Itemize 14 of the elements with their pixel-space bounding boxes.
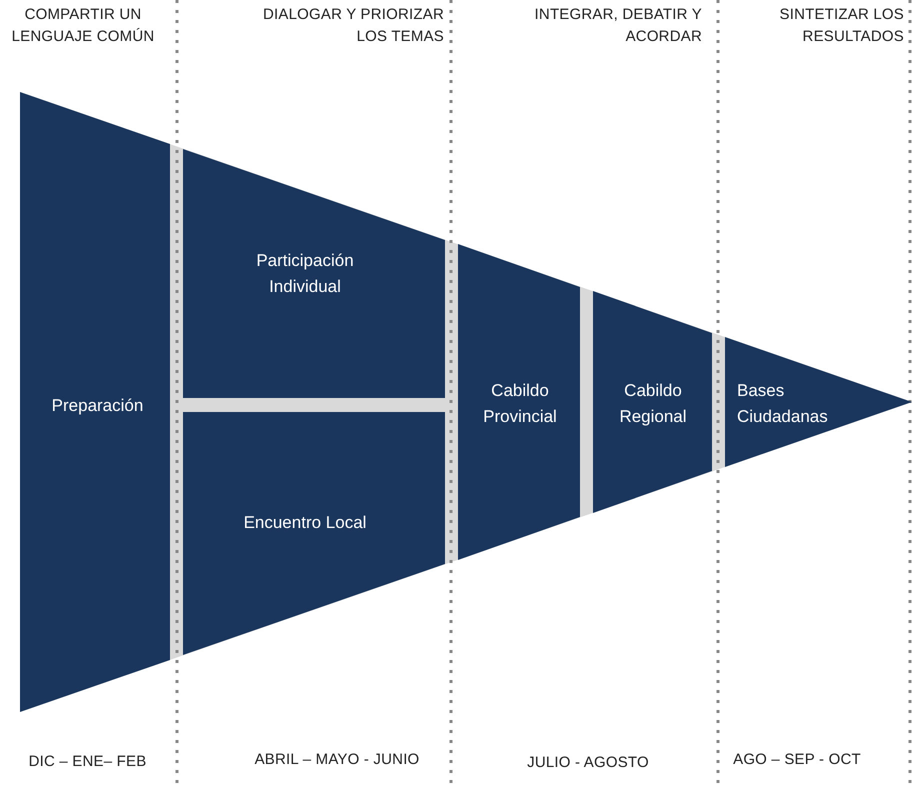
stage-label: Participación Individual	[256, 251, 354, 296]
stage-label: Cabildo Provincial	[483, 381, 557, 426]
phase-heading: COMPARTIR UN LENGUAJE COMÚN	[12, 6, 154, 45]
stage-label: Encuentro Local	[244, 513, 366, 532]
phase-heading: INTEGRAR, DEBATIR Y ACORDAR	[534, 6, 702, 45]
date-range: JULIO - AGOSTO	[527, 754, 649, 771]
phase-heading: SINTETIZAR LOS RESULTADOS	[780, 6, 904, 45]
date-range: ABRIL – MAYO - JUNIO	[254, 751, 420, 768]
stage-label: Bases Ciudadanas	[737, 381, 828, 426]
stage-label: Preparación	[52, 396, 144, 415]
date-range: DIC – ENE– FEB	[28, 753, 146, 770]
stage-label: Cabildo Regional	[619, 381, 687, 426]
date-range: AGO – SEP - OCT	[733, 751, 861, 768]
phase-heading: DIALOGAR Y PRIORIZAR LOS TEMAS	[263, 6, 444, 45]
